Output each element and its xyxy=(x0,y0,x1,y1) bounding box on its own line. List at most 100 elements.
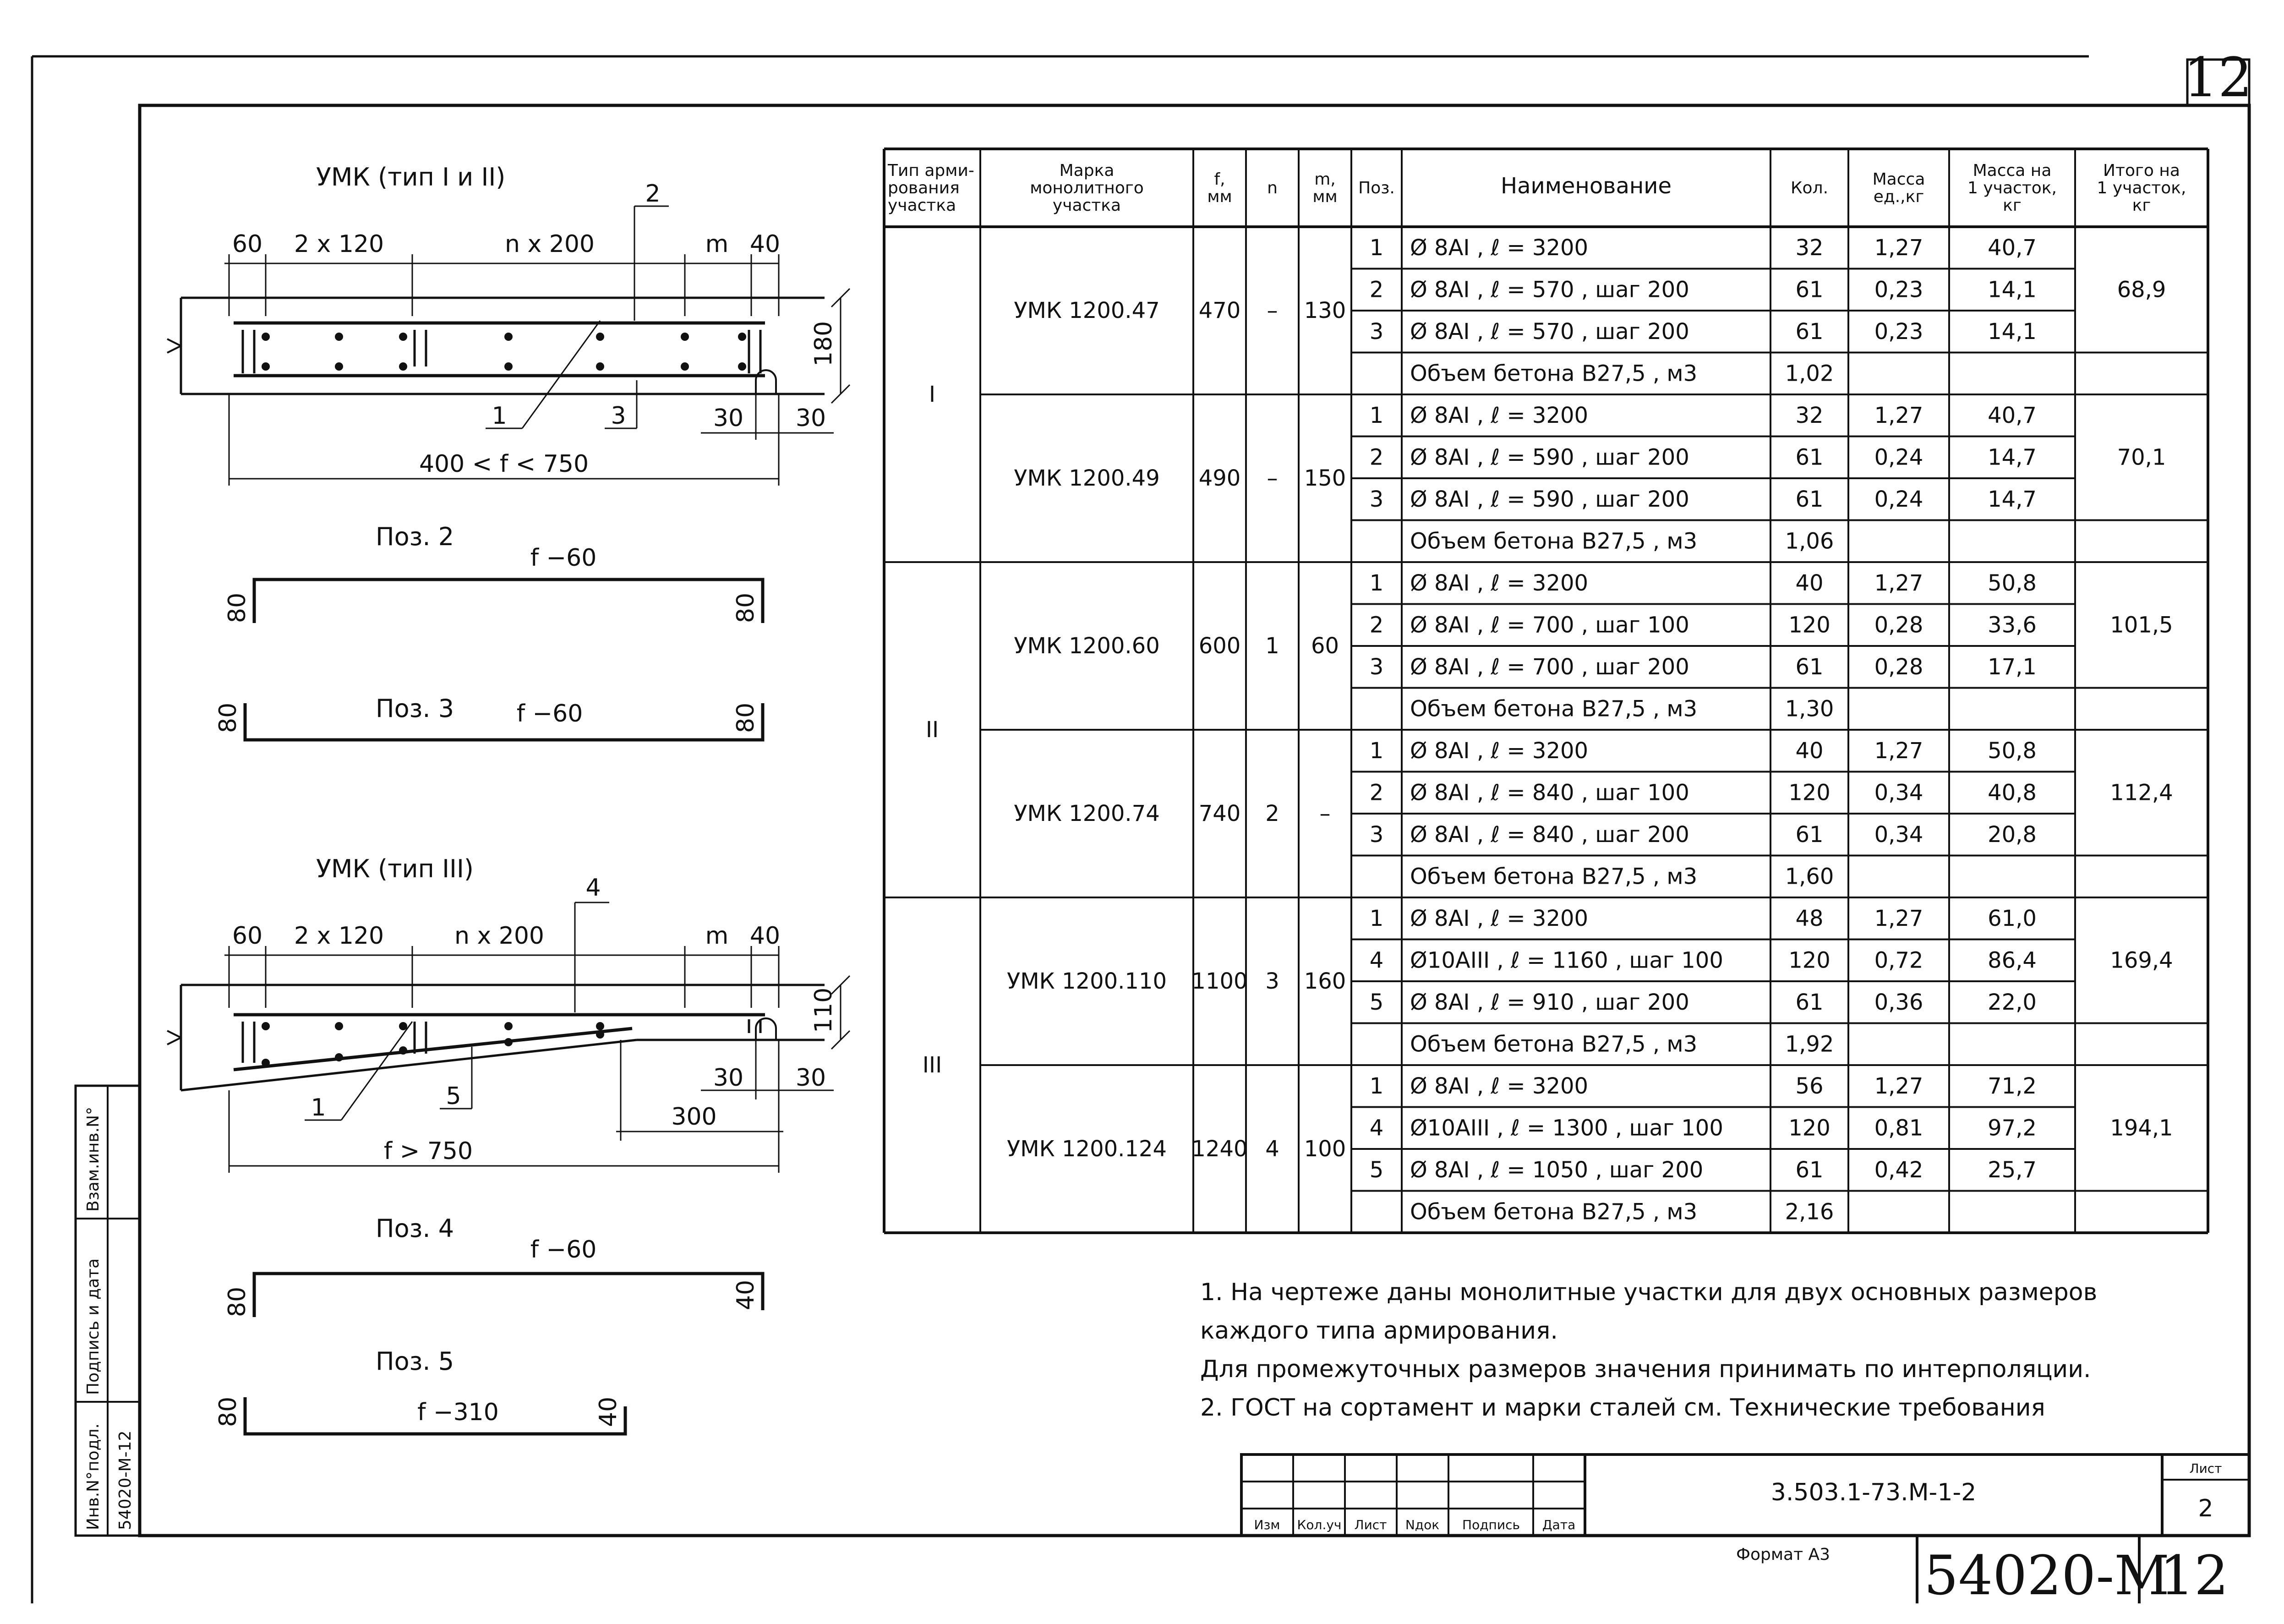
table-header-4-line-1: мм xyxy=(1312,187,1337,206)
row-sum: 97,2 xyxy=(1988,1115,2037,1141)
side-label-inv: Инв.N°подл. xyxy=(84,1423,103,1530)
group-mark: УМК 1200.124 xyxy=(1007,1136,1167,1162)
table-header-10-line-2: кг xyxy=(2132,196,2151,215)
row-name: Ø 8AI , ℓ = 570 , шаг 200 xyxy=(1410,277,1689,302)
table-header-8-line-0: Масса xyxy=(1873,170,1925,189)
row-qty: 61 xyxy=(1795,654,1823,680)
row-pos: 1 xyxy=(1370,570,1384,596)
table-header-0-line-1: рования xyxy=(888,179,960,197)
top-pos-2: 2 xyxy=(645,180,660,208)
row-name: Ø 8AI , ℓ = 700 , шаг 100 xyxy=(1410,612,1689,638)
group-n: 1 xyxy=(1265,633,1279,659)
row-pos: 4 xyxy=(1370,947,1384,973)
stamp-col-sign: Подпись xyxy=(1462,1517,1520,1532)
stamp-col-date: Дата xyxy=(1542,1517,1576,1532)
pos4-title: Поз. 4 xyxy=(376,1214,454,1243)
row-qty: 120 xyxy=(1788,1115,1830,1141)
group-total: 169,4 xyxy=(2110,947,2173,973)
row-pos: 1 xyxy=(1370,235,1384,261)
row-sum: 71,2 xyxy=(1988,1073,2037,1099)
row-qty: 2,16 xyxy=(1785,1199,1834,1225)
row-pos: 3 xyxy=(1370,487,1384,512)
group-total: 70,1 xyxy=(2117,444,2166,470)
row-qty: 48 xyxy=(1795,906,1823,931)
row-qty: 61 xyxy=(1795,990,1823,1015)
top-dim-40: 40 xyxy=(750,230,780,258)
drawing-top: УМК (тип I и II) 60 2 x 120 n x 200 m 40 xyxy=(167,163,851,486)
row-mass: 0,36 xyxy=(1874,990,1923,1015)
side-label-sign: Подпись и дата xyxy=(84,1258,103,1395)
pos4-right: 40 xyxy=(732,1280,760,1310)
bot-pos-5: 5 xyxy=(446,1083,461,1110)
row-name: Ø 8AI , ℓ = 590 , шаг 200 xyxy=(1410,487,1689,512)
stamp-col-list: Лист xyxy=(1355,1517,1387,1532)
row-sum: 22,0 xyxy=(1988,990,2037,1015)
top-span: 400 < f < 750 xyxy=(419,450,589,478)
row-sum: 61,0 xyxy=(1988,906,2037,931)
row-sum: 25,7 xyxy=(1988,1157,2037,1183)
sheet-code: 3.503.1-73.М-1-2 xyxy=(1771,1479,1977,1506)
group-f: 600 xyxy=(1199,633,1241,659)
pos4-length: f −60 xyxy=(530,1236,597,1263)
pos2-left: 80 xyxy=(224,593,251,623)
top-dim-60: 60 xyxy=(232,230,262,258)
top-dim-30b: 30 xyxy=(796,405,826,432)
side-inventory: 54020-М-12 xyxy=(116,1431,135,1530)
row-qty: 120 xyxy=(1788,947,1830,973)
row-pos: 2 xyxy=(1370,444,1384,470)
table-header-1-line-2: участка xyxy=(1053,196,1121,215)
drawing-top-title: УМК (тип I и II) xyxy=(316,163,505,191)
bot-dim-40: 40 xyxy=(750,922,780,950)
bot-dim-2x120: 2 x 120 xyxy=(294,922,384,950)
row-qty: 61 xyxy=(1795,822,1823,848)
row-pos: 1 xyxy=(1370,906,1384,931)
row-mass: 1,27 xyxy=(1874,738,1923,764)
bot-dim-m: m xyxy=(705,922,729,950)
table-header-2-line-1: мм xyxy=(1207,187,1232,206)
top-pos-1: 1 xyxy=(492,402,507,430)
notes: 1. На чертеже даны монолитные участки дл… xyxy=(1200,1279,2097,1422)
drawing-bottom: УМК (тип III) 60 2 x 120 n x 200 m 40 xyxy=(167,854,851,1173)
table-header-10-line-1: 1 участок, xyxy=(2097,179,2186,197)
group-total: 112,4 xyxy=(2110,780,2173,805)
row-mass: 0,28 xyxy=(1874,612,1923,638)
side-label-replace: Взам.инв.N° xyxy=(84,1107,103,1212)
row-name: Объем бетона В27,5 , м3 xyxy=(1410,864,1697,889)
bot-dim-30b: 30 xyxy=(796,1064,826,1092)
row-qty: 1,02 xyxy=(1785,361,1834,386)
type-label: III xyxy=(923,1052,942,1078)
row-mass: 1,27 xyxy=(1874,570,1923,596)
top-dim-nx200: n x 200 xyxy=(505,230,595,258)
bot-pos-1: 1 xyxy=(311,1094,326,1121)
row-name: Ø10AIII , ℓ = 1160 , шаг 100 xyxy=(1410,947,1723,973)
top-height: 180 xyxy=(810,321,837,366)
row-sum: 86,4 xyxy=(1988,947,2037,973)
row-name: Ø 8AI , ℓ = 3200 xyxy=(1410,1073,1588,1099)
row-sum: 40,7 xyxy=(1988,403,2037,428)
pos2-right: 80 xyxy=(732,593,760,623)
bar-pos4: Поз. 4 f −60 80 40 xyxy=(224,1214,765,1317)
specification-table: Тип арми-рованияучасткаМаркамонолитногоу… xyxy=(883,148,2209,1234)
table-header-1-line-0: Марка xyxy=(1060,161,1115,180)
row-name: Ø 8AI , ℓ = 840 , шаг 100 xyxy=(1410,780,1689,805)
bot-dim-60: 60 xyxy=(232,922,262,950)
group-f: 470 xyxy=(1199,298,1241,323)
row-sum: 50,8 xyxy=(1988,738,2037,764)
corner-number: 12 xyxy=(2184,46,2252,109)
pos5-right: 40 xyxy=(595,1397,622,1427)
group-m: 130 xyxy=(1304,298,1346,323)
table-header-0-line-2: участка xyxy=(888,196,956,215)
row-sum: 20,8 xyxy=(1988,822,2037,848)
row-mass: 0,81 xyxy=(1874,1115,1923,1141)
row-pos: 3 xyxy=(1370,319,1384,344)
row-mass: 0,72 xyxy=(1874,947,1923,973)
row-name: Ø 8AI , ℓ = 590 , шаг 200 xyxy=(1410,444,1689,470)
note-line-1: 1. На чертеже даны монолитные участки дл… xyxy=(1200,1279,2097,1306)
top-dim-m: m xyxy=(705,230,729,258)
top-pos-3: 3 xyxy=(611,402,626,430)
row-qty: 40 xyxy=(1795,570,1823,596)
corner-box xyxy=(2186,58,2251,107)
group-mark: УМК 1200.74 xyxy=(1014,801,1160,826)
table-header-5-line-0: Поз. xyxy=(1358,179,1395,197)
